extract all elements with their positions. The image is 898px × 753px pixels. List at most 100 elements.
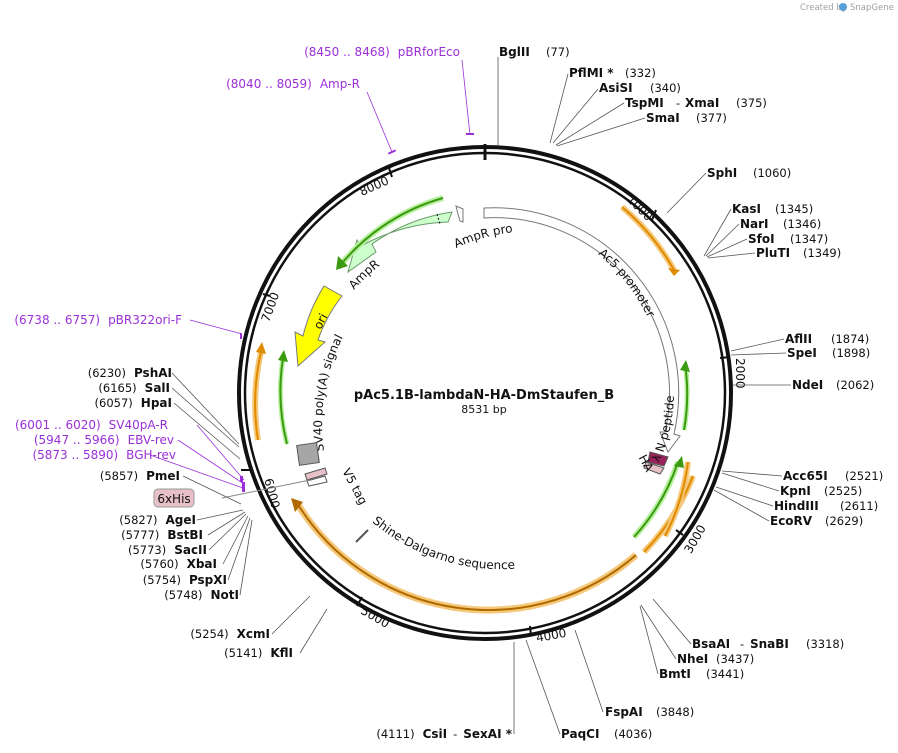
v5-tag-label: V5 tag [339,466,370,507]
credit-text: Created by [800,3,847,13]
his-tag-leader [221,479,311,499]
orf-arc-4-line [296,502,637,612]
enzyme-nari[interactable]: NarI(1346) [740,217,821,231]
enzyme-bstbi[interactable]: (5777)BstBI [121,528,203,542]
v5-tag-block[interactable] [304,467,328,481]
leader-bsaai [652,598,692,645]
enzyme-bsaai-snabi[interactable]: BsaAI-SnaBI(3318) [692,637,844,651]
tick-1000 [651,209,657,221]
enzyme-csii-sexai[interactable]: (4111)CsiI-SexAI * [376,727,512,741]
enzyme-noti[interactable]: (5748)NotI [164,588,239,602]
orf-arc-5-line [254,347,263,441]
tick-8000 [388,167,393,178]
credit-brand: SnapGene [850,3,894,13]
enzyme-sacii[interactable]: (5773)SacII [128,543,207,557]
enzyme-pmei[interactable]: (5857)PmeI [100,469,180,483]
ampr-arrow[interactable] [347,211,453,274]
enzyme-smai[interactable]: SmaI(377) [646,111,727,125]
tick-7000 [262,293,271,297]
enzyme-acc65i[interactable]: Acc65I(2521) [783,469,883,483]
leader-xcmi [271,595,311,635]
primer-pbrforeco[interactable]: (8450 .. 8468)pBRforEco [304,45,460,59]
sv40-polyA-block[interactable] [296,442,320,466]
leader-smai [556,117,646,147]
enzyme-pshai[interactable]: (6230)PshAI [88,366,172,380]
tick-label-7000: 7000 [259,290,283,323]
leader-pflmi [549,73,569,144]
shine-dalgarno-label: Shine-Dalgarno sequence [370,513,515,572]
shine-dalgarno-marker[interactable] [355,529,369,543]
orf-arc-3-line [664,461,689,537]
enzyme-xbai[interactable]: (5760)XbaI [140,557,217,571]
enzyme-sfoi[interactable]: SfoI(1347) [748,232,828,246]
enzyme-kpni[interactable]: KpnI(2525) [780,484,862,498]
v5-tag-block-2 [306,475,328,487]
green-arc-3-head [680,360,690,372]
enzyme-kfli[interactable]: (5141)KflI [224,646,293,660]
enzyme-pluti[interactable]: PluTI(1349) [756,246,841,260]
green-arc-4-head [674,456,684,468]
ampr-promoter-arrow[interactable] [455,205,464,223]
tick-5000 [356,596,363,607]
backbone [237,144,733,641]
lambda-n-block[interactable] [643,461,665,475]
enzyme-bmti[interactable]: BmtI(3441) [659,667,744,681]
primer-ebv-rev[interactable]: (5947 .. 5966)EBV-rev [34,433,174,447]
plasmid-title: pAc5.1B-lambdaN-HA-DmStaufen_B 8531 bp [354,388,614,416]
credit: Created by SnapGene [800,3,894,13]
enzyme-nhei[interactable]: NheI(3437) [677,652,754,666]
enzyme-paqci[interactable]: PaqCI(4036) [561,727,652,741]
tick-label-3000: 3000 [681,522,708,555]
enzyme-leader-lines [171,57,791,735]
ampr-dotted-marker [436,213,441,225]
ampr-promoter-label: AmpR promoter [0,0,513,251]
enzyme-labels-right: BglII(77) PflMI *(332) AsiSI(340) TspMI-… [499,45,883,741]
enzyme-ecorv[interactable]: EcoRV(2629) [770,514,863,528]
ha-tag-block[interactable] [647,451,669,467]
green-arc-1-line [342,197,444,263]
primer-bgh-rev[interactable]: (5873 .. 5890)BGH-rev [32,448,176,462]
ac5-promoter-arrow[interactable] [483,207,681,454]
plasmid-name: pAc5.1B-lambdaN-HA-DmStaufen_B [354,388,614,403]
enzyme-sphi[interactable]: SphI(1060) [707,166,791,180]
enzyme-pflmi[interactable]: PflMI *(332) [569,66,656,80]
primer-amp-r[interactable]: (8040 .. 8059)Amp-R [226,77,360,91]
leader-aflii [730,338,785,352]
tick-label-4000: 4000 [535,626,568,645]
enzyme-hindiii[interactable]: HindIII(2611) [774,499,878,513]
primer-sv40pa-r[interactable]: (6001 .. 6020)SV40pA-R [15,418,168,432]
primer-markers [240,133,474,492]
enzyme-bglii[interactable]: BglII(77) [499,45,570,59]
ac5-promoter-label: Ac5 promoter [596,246,658,320]
leader-kfli [299,608,328,654]
green-arc-2-head [278,350,288,362]
enzyme-xcmi[interactable]: (5254)XcmI [190,627,270,641]
ori-arrow[interactable] [294,285,343,368]
enzyme-spei[interactable]: SpeI(1898) [787,346,870,360]
enzyme-agei[interactable]: (5827)AgeI [119,513,196,527]
enzyme-ndei[interactable]: NdeI(2062) [792,378,874,392]
ori-label: ori [311,311,331,331]
orf-arc-1-line [621,206,675,271]
primer-pbr322ori-f[interactable]: (6738 .. 6757)pBR322ori-F [14,313,182,327]
his-tag-badge[interactable] [153,488,195,508]
enzyme-labels-left: (4111)CsiI-SexAI * (5141)KflI (5254)XcmI… [88,366,513,741]
plasmid-size: 8531 bp [461,403,506,416]
enzyme-pspxi[interactable]: (5754)PspXI [143,573,227,587]
enzyme-aflii[interactable]: AflII(1874) [785,332,869,346]
enzyme-sali[interactable]: (6165)SalI [98,381,170,395]
enzyme-kasi[interactable]: KasI(1345) [732,202,813,216]
orf-arc-5-head [256,342,266,354]
enzyme-asisi[interactable]: AsiSI(340) [599,81,681,95]
enzyme-hpai[interactable]: (6057)HpaI [95,396,172,410]
snapgene-logo-icon [839,3,847,11]
his-tag-label: 6xHis [157,492,190,506]
green-arc-2-line [279,357,288,445]
orf-arc-4-head [291,498,303,512]
enzyme-fspai[interactable]: FspAI(3848) [605,705,694,719]
lambda-n-label: λ N peptide [649,395,677,464]
leader-asisi [552,88,599,144]
enzyme-tspmi-xmai[interactable]: TspMI-XmaI(375) [625,96,767,110]
leader-spei [730,352,787,356]
